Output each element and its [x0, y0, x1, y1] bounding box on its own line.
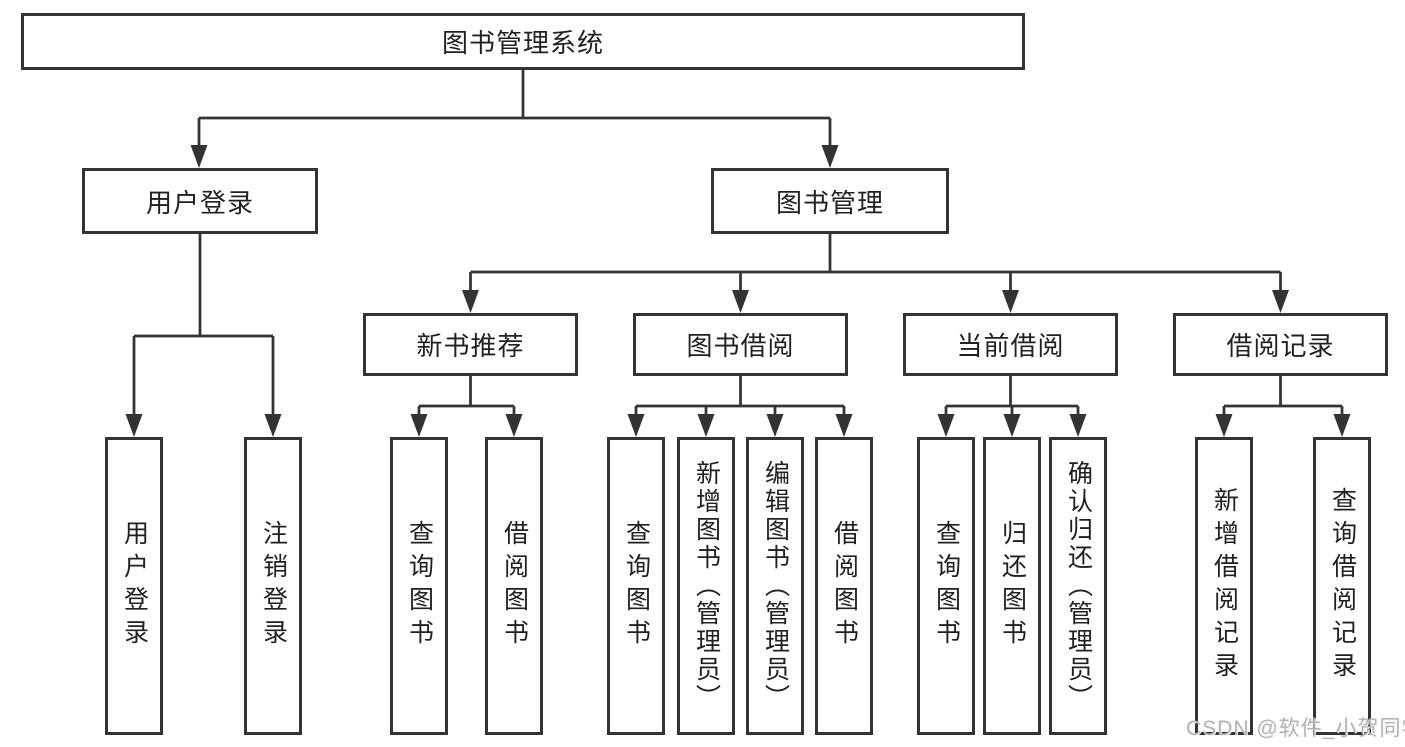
leaf-current-query-books-label: 查询图书 — [932, 520, 961, 652]
node-new-book-recommend: 新书推荐 — [363, 313, 578, 376]
node-borrowing-records: 借阅记录 — [1173, 313, 1388, 376]
watermark: CSDN @软件_小贺同学 — [1186, 717, 1405, 740]
leaf-current-return-books-label: 归还图书 — [998, 520, 1027, 652]
leaf-newbook-borrow-books: 借阅图书 — [485, 437, 543, 735]
node-root-system: 图书管理系统 — [21, 13, 1025, 70]
node-book-borrowing: 图书借阅 — [633, 313, 848, 376]
leaf-current-confirm-return-admin-label: 确认归还（管理员） — [1064, 460, 1093, 712]
leaf-records-query-record-label: 查询借阅记录 — [1328, 487, 1357, 685]
leaf-user-login: 用户登录 — [105, 437, 163, 735]
leaf-records-add-record: 新增借阅记录 — [1195, 437, 1253, 735]
leaf-records-add-record-label: 新增借阅记录 — [1210, 487, 1239, 685]
leaf-current-query-books: 查询图书 — [917, 437, 975, 735]
leaf-borrowing-add-books-admin: 新增图书（管理员） — [677, 437, 735, 735]
leaf-user-login-label: 用户登录 — [120, 520, 149, 652]
leaf-current-return-books: 归还图书 — [983, 437, 1041, 735]
leaf-newbook-query-books: 查询图书 — [390, 437, 448, 735]
node-current-borrowing: 当前借阅 — [903, 313, 1118, 376]
leaf-borrowing-query-books: 查询图书 — [607, 437, 665, 735]
leaf-borrowing-query-books-label: 查询图书 — [622, 520, 651, 652]
leaf-logout: 注销登录 — [244, 437, 302, 735]
leaf-current-confirm-return-admin: 确认归还（管理员） — [1049, 437, 1107, 735]
leaf-newbook-query-books-label: 查询图书 — [405, 520, 434, 652]
leaf-borrowing-add-books-admin-label: 新增图书（管理员） — [692, 460, 721, 712]
leaf-borrowing-edit-books-admin: 编辑图书（管理员） — [746, 437, 804, 735]
node-book-management: 图书管理 — [711, 168, 949, 234]
leaf-records-query-record: 查询借阅记录 — [1313, 437, 1371, 735]
leaf-logout-label: 注销登录 — [259, 520, 288, 652]
leaf-borrowing-borrow-books: 借阅图书 — [815, 437, 873, 735]
leaf-borrowing-edit-books-admin-label: 编辑图书（管理员） — [761, 460, 790, 712]
node-user-login: 用户登录 — [82, 168, 318, 234]
tree-edges — [132, 70, 1344, 416]
leaf-borrowing-borrow-books-label: 借阅图书 — [830, 520, 859, 652]
leaf-newbook-borrow-books-label: 借阅图书 — [500, 520, 529, 652]
